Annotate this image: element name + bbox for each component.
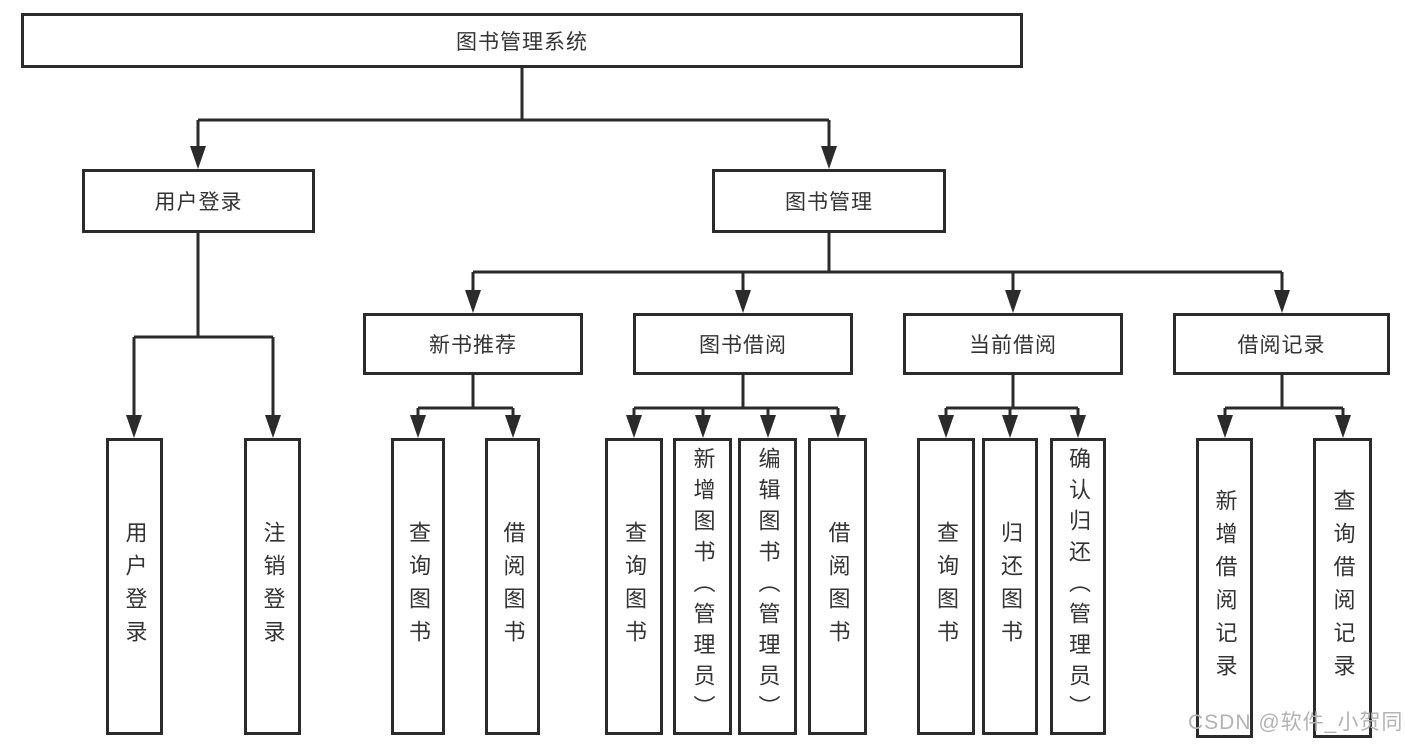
node-label: 图书借阅	[699, 334, 787, 357]
node-label: 新增借阅记录	[1212, 489, 1238, 687]
node-user-login: 用户登录	[82, 169, 315, 233]
node-label: 用户登录	[154, 191, 243, 214]
leaf-query-books-borrowing: 查询图书	[605, 438, 663, 735]
node-library-management-system: 图书管理系统	[21, 13, 1023, 68]
leaf-borrow-books-recommend: 借阅图书	[485, 438, 540, 735]
node-current-borrowing: 当前借阅	[903, 313, 1123, 375]
node-label: 注销登录	[260, 520, 286, 653]
node-label: 当前借阅	[969, 334, 1057, 357]
node-book-management: 图书管理	[712, 169, 946, 233]
node-borrowing-records: 借阅记录	[1173, 313, 1390, 375]
node-label: 查询图书	[622, 520, 647, 653]
node-label: 查询图书	[934, 520, 959, 653]
node-label: 确认归还（管理员）	[1066, 447, 1091, 726]
node-label: 归还图书	[998, 520, 1023, 653]
leaf-query-books-recommend: 查询图书	[391, 438, 445, 735]
leaf-add-borrow-record: 新增借阅记录	[1196, 438, 1253, 738]
leaf-confirm-return-admin: 确认归还（管理员）	[1050, 438, 1106, 735]
node-label: 用户登录	[122, 520, 148, 653]
leaf-query-borrow-record: 查询借阅记录	[1313, 438, 1372, 738]
leaf-return-books: 归还图书	[982, 438, 1038, 735]
leaf-query-books-current: 查询图书	[917, 438, 975, 735]
leaf-user-login: 用户登录	[106, 438, 163, 735]
node-label: 新书推荐	[429, 334, 517, 357]
node-label: 图书管理系统	[456, 30, 588, 54]
node-label: 查询图书	[406, 520, 431, 653]
leaf-logout: 注销登录	[244, 438, 301, 735]
leaf-borrow-books: 借阅图书	[808, 438, 867, 735]
watermark: CSDN @软件_小贺同学	[1188, 711, 1405, 734]
node-label: 编辑图书（管理员）	[755, 447, 781, 726]
node-label: 借阅记录	[1237, 334, 1326, 357]
node-label: 借阅图书	[825, 520, 851, 653]
leaf-add-books-admin: 新增图书（管理员）	[673, 438, 732, 735]
node-new-book-recommend: 新书推荐	[363, 313, 583, 375]
node-book-borrowing: 图书借阅	[633, 313, 853, 375]
node-label: 新增图书（管理员）	[690, 447, 716, 726]
node-label: 图书管理	[785, 191, 873, 214]
node-label: 查询借阅记录	[1330, 489, 1356, 687]
leaf-edit-books-admin: 编辑图书（管理员）	[738, 438, 797, 735]
node-label: 借阅图书	[500, 520, 526, 653]
